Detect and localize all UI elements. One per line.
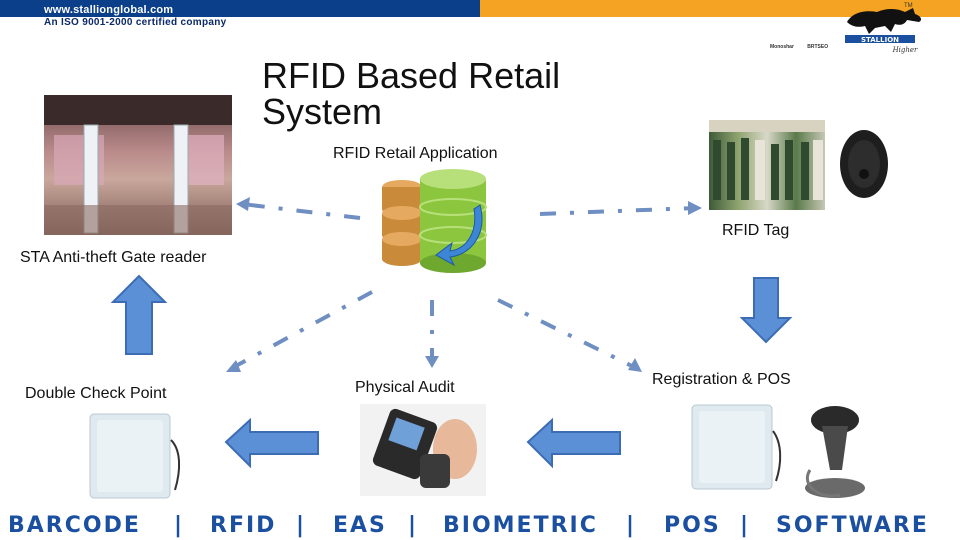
footer-rfid: RFID xyxy=(210,513,277,538)
stallion-horse-logo: STALLION Higher xyxy=(845,8,922,54)
partner-2: BRTSEO xyxy=(807,44,829,50)
footer-separator: | xyxy=(408,513,419,538)
label-rfid-tag: RFID Tag xyxy=(722,222,790,239)
footer-separator: | xyxy=(296,513,307,538)
label-double-check: Double Check Point xyxy=(25,385,167,402)
partner-logos: Monoshar BRTSEO xyxy=(770,44,840,50)
trademark: TM xyxy=(904,3,913,9)
arrowhead-gate xyxy=(236,197,250,211)
rfid-tag-device xyxy=(840,130,888,198)
rfid-reader-panel-pos xyxy=(691,404,782,490)
rfid-reader-panel xyxy=(89,413,181,499)
arrow-up-to-gate xyxy=(110,274,168,355)
arrowhead-checkpoint xyxy=(226,360,241,372)
footer-eas: EAS xyxy=(333,513,387,538)
connector-db-to-tag xyxy=(539,206,697,216)
header-bar-orange xyxy=(480,0,960,17)
footer-software: SOFTWARE xyxy=(776,513,929,538)
header-bar-blue xyxy=(0,0,480,17)
label-registration-pos: Registration & POS xyxy=(652,371,791,388)
connector-db-to-pos xyxy=(497,298,637,370)
logo-tagline: Higher xyxy=(892,46,918,54)
connector-db-to-gate xyxy=(241,202,361,220)
footer-separator: | xyxy=(626,513,637,538)
footer-separator: | xyxy=(174,513,185,538)
iso-certification: An ISO 9001-2000 certified company xyxy=(44,17,227,28)
clothing-rack-photo xyxy=(709,120,825,210)
arrowhead-audit xyxy=(425,356,439,368)
barcode-scanner xyxy=(805,406,865,498)
logo-text: STALLION xyxy=(861,36,899,44)
arrow-down-from-tag xyxy=(739,277,793,344)
label-gate-reader: STA Anti-theft Gate reader xyxy=(20,249,207,266)
footer-separator: | xyxy=(740,513,751,538)
label-physical-audit: Physical Audit xyxy=(355,379,455,396)
website-url[interactable]: www.stallionglobal.com xyxy=(44,4,174,16)
arrow-left-to-audit xyxy=(526,417,621,469)
footer-biometric: BIOMETRIC xyxy=(443,513,598,538)
subtitle: RFID Retail Application xyxy=(333,145,498,162)
footer-product-bar: BARCODE | RFID | EAS | BIOMETRIC | POS |… xyxy=(0,510,960,540)
arrowhead-tag xyxy=(688,201,702,215)
page-title: RFID Based Retail System xyxy=(262,55,561,132)
footer-pos: POS xyxy=(664,513,721,538)
arrowhead-pos xyxy=(628,358,642,372)
arrow-left-to-checkpoint xyxy=(224,417,319,469)
footer-barcode: BARCODE xyxy=(8,513,141,538)
anti-theft-gate-photo xyxy=(44,95,232,235)
handheld-scanner xyxy=(360,404,486,496)
partner-1: Monoshar xyxy=(770,44,794,50)
connector-db-to-checkpoint xyxy=(231,290,373,370)
database-icon xyxy=(382,169,487,273)
